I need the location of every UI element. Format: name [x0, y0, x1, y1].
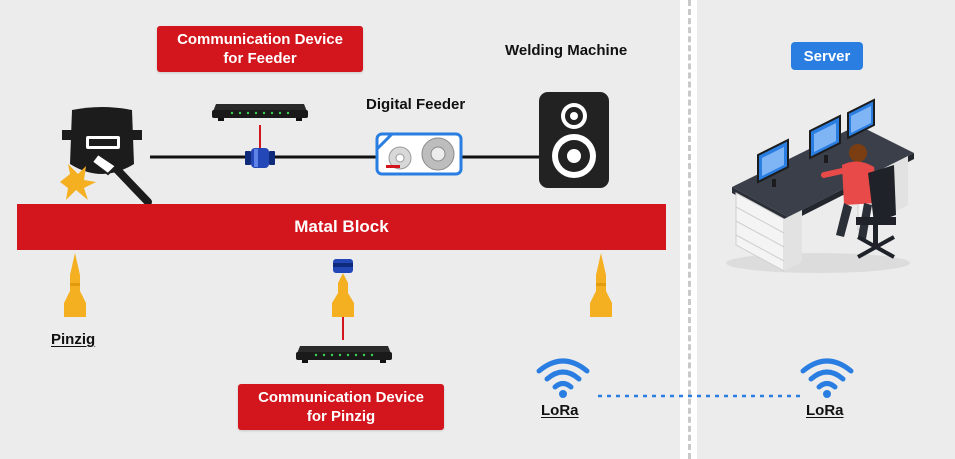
speaker-machine-icon [539, 92, 609, 188]
pinzig-sensor-icon [332, 259, 354, 317]
server-badge: Server [791, 42, 863, 70]
pinzig-label: Pinzig [51, 331, 96, 348]
wifi-icon [536, 358, 590, 398]
lora-label-right: LoRa [806, 402, 844, 419]
wire-feeder-icon [375, 132, 463, 176]
digital-feeder-label: Digital Feeder [366, 96, 466, 113]
metal-block: Matal Block [17, 204, 666, 250]
welding-mask-torch-icon [60, 107, 152, 206]
welding-machine-label: Welding Machine [505, 42, 628, 59]
panel-divider [688, 0, 691, 459]
pinzig-sensor-icon [590, 253, 612, 317]
comm-device-pinzig-label: Communication Device for Pinzig [238, 384, 444, 430]
comm-device-feeder-label: Communication Device for Feeder [157, 26, 363, 72]
pinzig-sensor-icon [64, 253, 86, 317]
router-icon [212, 104, 308, 121]
server-workstation-icon [726, 98, 914, 273]
metal-block-label: Matal Block [294, 217, 389, 236]
router-icon [296, 346, 392, 363]
lora-label-left: LoRa [541, 402, 579, 419]
cable-connector-icon [245, 148, 275, 168]
wifi-icon [800, 358, 854, 398]
